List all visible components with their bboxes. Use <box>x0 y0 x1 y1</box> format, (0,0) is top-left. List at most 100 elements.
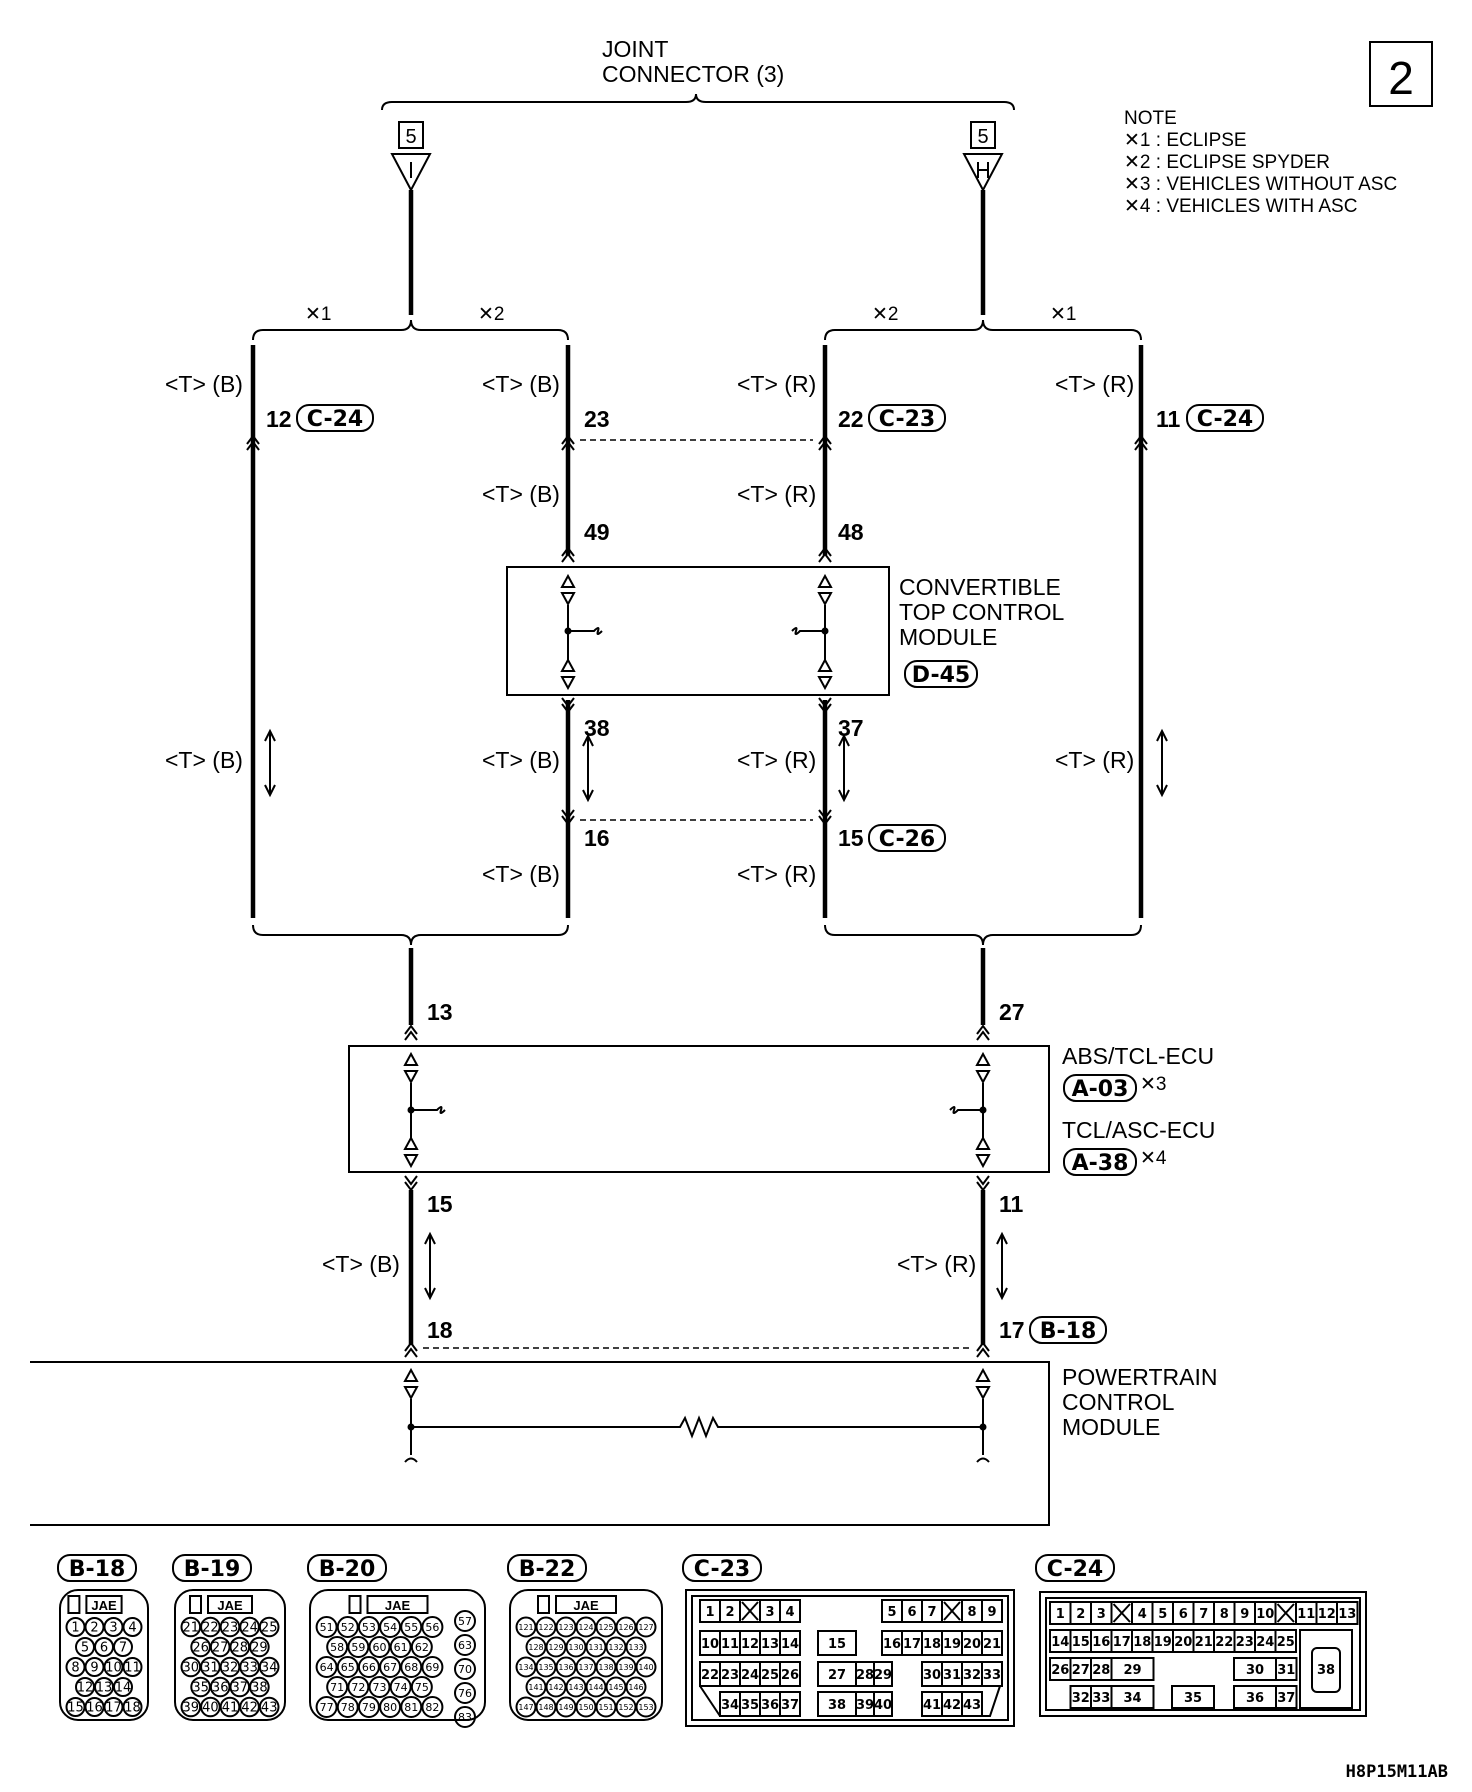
connector-pin-number: 61 <box>394 1641 408 1654</box>
connector-pin <box>635 1696 657 1718</box>
connector-pin <box>635 1616 657 1638</box>
wire-color-inner-right-1: <T> (R) <box>737 371 816 397</box>
connector-pin-number: 39 <box>183 1701 200 1716</box>
connector-pin-number: 4 <box>1138 1607 1147 1622</box>
connector-pin <box>389 1676 412 1698</box>
wire-color-inner-left-3: <T> (B) <box>482 747 560 773</box>
connector-pin-number: 74 <box>394 1681 408 1694</box>
connector-pin-number: 35 <box>192 1681 209 1696</box>
bidirectional-arrow-icon <box>838 735 850 801</box>
connector-pin-number: 1 <box>705 1605 714 1620</box>
connector-brand-b20: JAE <box>385 1598 411 1613</box>
pcm-label-1: POWERTRAIN <box>1062 1364 1217 1390</box>
footer-code: H8P15M11AB <box>1346 1762 1448 1782</box>
connector-pin-number: 25 <box>1277 1635 1295 1650</box>
connector-pin <box>239 1696 260 1718</box>
connector-pin <box>357 1696 380 1718</box>
connector-pin-number: 66 <box>362 1661 376 1674</box>
connector-pin <box>357 1616 380 1638</box>
connector-pin <box>454 1682 476 1704</box>
connector-pin <box>326 1676 349 1698</box>
connector-pin-number: 3 <box>109 1621 117 1636</box>
connector-pin-number: 65 <box>341 1661 355 1674</box>
tcl-asc-ecu-label: TCL/ASC-ECU <box>1062 1117 1215 1143</box>
connector-pin-number: 23 <box>1236 1635 1254 1650</box>
connector-face-b19 <box>174 1589 286 1721</box>
connector-pin-number: 39 <box>856 1698 874 1713</box>
connector-pin-number: 5 <box>81 1641 89 1656</box>
connector-pin-number: 18 <box>124 1701 141 1716</box>
connector-pin-number: 6 <box>907 1605 916 1620</box>
convertible-top-module-box <box>506 566 890 696</box>
note-item-1: ✕1 : ECLIPSE <box>1124 130 1247 151</box>
connector-pin-number: 121 <box>518 1623 533 1632</box>
connector-pin-number: 30 <box>183 1661 200 1676</box>
connector-pin-number: 51 <box>320 1621 334 1634</box>
connector-pin-number: 32 <box>1072 1691 1090 1706</box>
convertible-module-label-2: TOP CONTROL <box>899 599 1064 625</box>
connector-pin <box>625 1676 647 1698</box>
connector-pin-number: 43 <box>261 1701 278 1716</box>
connector-pin-number: 141 <box>528 1683 543 1692</box>
convertible-module-label-1: CONVERTIBLE <box>899 574 1061 600</box>
connector-pin-number: 138 <box>598 1663 613 1672</box>
joint-right-terminal-icon <box>962 153 1004 193</box>
connector-pin-number: 13 <box>1338 1607 1356 1622</box>
connector-pin-number: 16 <box>1092 1635 1110 1650</box>
connector-pin <box>379 1656 402 1678</box>
connector-pin-number: 2 <box>1076 1607 1085 1622</box>
convertible-module-label-3: MODULE <box>899 624 997 650</box>
connector-pin-number: 56 <box>425 1621 439 1634</box>
connector-pin-number: 23 <box>721 1668 739 1683</box>
connector-pin-number: 14 <box>781 1637 799 1652</box>
pin-49: 49 <box>584 519 610 545</box>
connector-pin <box>122 1657 143 1677</box>
connector-pin-number: 122 <box>538 1623 553 1632</box>
bidirectional-arrow-icon <box>582 735 594 801</box>
connector-pin <box>249 1636 270 1658</box>
connector-pin-number: 1 <box>71 1621 79 1636</box>
connector-pin-number: 4 <box>128 1621 136 1636</box>
connector-pin-number: 69 <box>425 1661 439 1674</box>
connector-pin-number: 24 <box>741 1668 759 1683</box>
connector-pin <box>400 1616 423 1638</box>
variant-star1-right: ✕1 <box>1050 304 1077 325</box>
connector-pin-number: 22 <box>701 1668 719 1683</box>
connector-pin-number: 33 <box>983 1668 1001 1683</box>
connector-pin-number: 28 <box>1092 1663 1110 1678</box>
connector-pin-number: 8 <box>967 1605 976 1620</box>
connector-pin-number: 21 <box>983 1637 1001 1652</box>
connector-pin-number: 14 <box>115 1681 132 1696</box>
connector-pin <box>219 1616 241 1638</box>
connector-pin-number: 22 <box>1215 1635 1233 1650</box>
connector-pin-number: 35 <box>741 1698 759 1713</box>
connector-face-b20 <box>309 1589 486 1721</box>
connector-pin-number: 9 <box>987 1605 996 1620</box>
connector-arrow-icon <box>404 1025 418 1041</box>
joint-connector-title-2: CONNECTOR (3) <box>602 61 784 87</box>
bidirectional-arrow-icon <box>264 730 276 796</box>
connector-pin-number: 11 <box>721 1637 739 1652</box>
wire-color-right-1: <T> (R) <box>1055 371 1134 397</box>
connector-pin-number: 150 <box>578 1703 593 1712</box>
brace-right-top <box>824 319 1142 341</box>
connector-pin-number: 133 <box>628 1643 643 1652</box>
connector-pin <box>200 1696 221 1718</box>
connector-pin-number: 127 <box>638 1623 653 1632</box>
connector-pin-number: 20 <box>1174 1635 1192 1650</box>
connector-pin-number: 60 <box>373 1641 387 1654</box>
connector-pin-number: 9 <box>90 1661 98 1676</box>
connector-pin-number: 12 <box>1318 1607 1336 1622</box>
joint-connector-title-1: JOINT <box>602 36 668 62</box>
connector-face-c23 <box>685 1589 1015 1727</box>
connector-code-c24-right: C-24 <box>1197 407 1253 432</box>
connector-pin <box>379 1696 402 1718</box>
wire-color-left-1: <T> (B) <box>165 371 243 397</box>
connector-pin <box>357 1656 380 1678</box>
terminating-resistor-icon <box>411 1415 983 1439</box>
connector-pin-number: 14 <box>1051 1635 1069 1650</box>
connector-pin-number: 13 <box>761 1637 779 1652</box>
connector-pin-number: 153 <box>638 1703 653 1712</box>
